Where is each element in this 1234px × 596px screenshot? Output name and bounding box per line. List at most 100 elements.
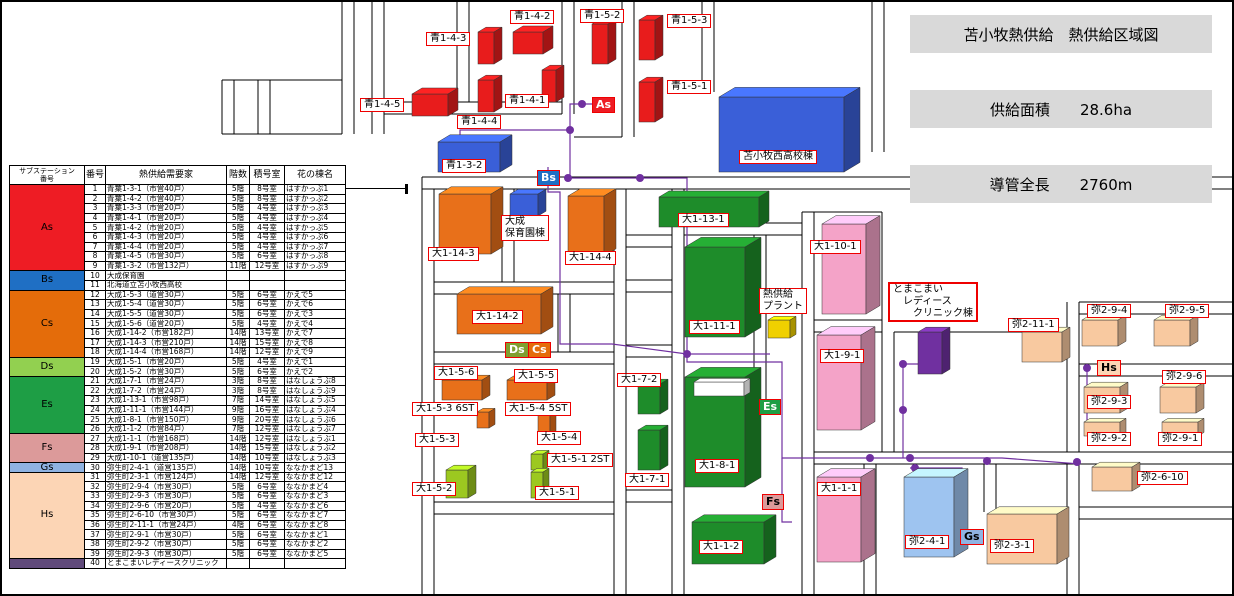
- table-cell: 弥生町2-9-3（市営30戸）: [105, 548, 228, 560]
- table-cell: 6: [83, 231, 107, 243]
- station-fs[interactable]: Fs: [762, 494, 785, 510]
- table-cell: ななかまど13: [284, 462, 347, 473]
- table-cell: 5階: [226, 318, 251, 329]
- station-bs[interactable]: Bs: [537, 170, 560, 186]
- table-cell: 5階: [226, 510, 251, 521]
- station-gs[interactable]: Gs: [960, 529, 984, 545]
- substation-group: Es: [9, 375, 85, 435]
- table-cell: 8号室: [249, 184, 286, 195]
- table-cell: はすかっぷ5: [284, 222, 347, 233]
- table-cell: 北海道立苫小牧西高校: [105, 279, 228, 291]
- station-ds[interactable]: Ds: [505, 342, 529, 358]
- table-cell: はなしょうぶ6: [284, 414, 347, 425]
- column-header: 階数: [226, 165, 251, 185]
- table-cell: 10: [83, 270, 107, 281]
- table-header: サブステーション 番号番号熱供給需要家階数積号室花の棟名: [9, 165, 347, 185]
- label-building: 大1-5-3 6ST: [412, 402, 479, 416]
- table-cell: 7: [83, 241, 107, 253]
- table-cell: 12号室: [249, 347, 286, 358]
- table-cell: 4号室: [249, 203, 286, 214]
- table-cell: 4階: [226, 519, 251, 531]
- table-cell: 27: [83, 433, 107, 445]
- table-cell: 8号室: [249, 193, 286, 205]
- table-cell: 31: [83, 471, 107, 483]
- label-building: 弥2-4-1: [905, 535, 950, 549]
- building-block: [821, 215, 881, 315]
- table-cell: はなしょうぶ7: [284, 423, 347, 435]
- label-building: 大1-7-2: [617, 373, 662, 387]
- station-as[interactable]: As: [592, 97, 616, 113]
- column-header: 積号室: [249, 165, 286, 185]
- table-cell: 大成1-10-1（道営135戸）: [105, 452, 228, 464]
- table-cell: はなしょうぶ1: [284, 433, 347, 445]
- table-cell: [226, 279, 251, 291]
- table-cell: [226, 558, 251, 569]
- label-building: 大成 保育園棟: [501, 215, 549, 241]
- table-cell: [284, 558, 347, 569]
- table-cell: 35: [83, 510, 107, 521]
- label-building: 青1-5-2: [580, 9, 625, 23]
- table-cell: 6号室: [249, 251, 286, 262]
- table-cell: 5階: [226, 222, 251, 233]
- table-cell: [249, 270, 286, 281]
- table-cell: 弥生町2-11-1（市営24戸）: [105, 519, 228, 531]
- table-cell: 12号室: [249, 471, 286, 483]
- building-block: [509, 188, 547, 217]
- label-building: 大1-7-1: [625, 473, 670, 487]
- table-cell: 青葉1-3-3（市営20戸）: [105, 203, 228, 214]
- station-hs[interactable]: Hs: [1097, 360, 1121, 376]
- building-block: [1091, 461, 1141, 492]
- table-cell: 4号室: [249, 356, 286, 368]
- label-building: 大1-5-1: [535, 486, 580, 500]
- table-cell: とまこまいレディースクリニック: [105, 558, 228, 569]
- table-cell: かえで4: [284, 318, 347, 329]
- table-cell: 32: [83, 481, 107, 492]
- table-cell: 14: [83, 308, 107, 320]
- label-building: 大1-5-5: [514, 369, 559, 383]
- table-cell: 3階: [226, 385, 251, 397]
- table-cell: はすかっぷ3: [284, 203, 347, 214]
- table-cell: 5階: [226, 308, 251, 320]
- table-cell: [226, 270, 251, 281]
- station-es[interactable]: Es: [759, 399, 782, 415]
- table-cell: 5階: [226, 184, 251, 195]
- table-cell: 15号室: [249, 443, 286, 454]
- table-cell: 8: [83, 251, 107, 262]
- substation-group: Bs: [9, 270, 85, 291]
- table-cell: 青葉1-4-2（市営40戸）: [105, 193, 228, 205]
- table-cell: 3階: [226, 375, 251, 387]
- table-cell: 青葉1-4-1（市営20戸）: [105, 212, 228, 224]
- substation-group: [9, 558, 85, 569]
- table-cell: 12号室: [249, 260, 286, 272]
- table-cell: 9: [83, 260, 107, 272]
- building-block: [816, 326, 876, 431]
- column-header: 熱供給需要家: [105, 165, 228, 185]
- label-building: 大1-5-3: [415, 433, 460, 447]
- table-cell: 青葉1-4-5（市営30戸）: [105, 251, 228, 262]
- table-cell: ななかまど8: [284, 519, 347, 531]
- table-cell: 11: [83, 279, 107, 291]
- station-cs[interactable]: Cs: [528, 342, 551, 358]
- building-block: [512, 25, 554, 55]
- table-cell: かえで9: [284, 347, 347, 358]
- table-cell: 21: [83, 375, 107, 387]
- table-cell: 14階: [226, 443, 251, 454]
- table-cell: 青葉1-3-1（市営40戸）: [105, 184, 228, 195]
- label-building: 大1-14-2: [472, 310, 523, 324]
- table-cell: 弥生町2-4-1（道営135戸）: [105, 462, 228, 473]
- table-cell: 14階: [226, 471, 251, 483]
- table-cell: 5階: [226, 366, 251, 377]
- table-cell: 5階: [226, 500, 251, 512]
